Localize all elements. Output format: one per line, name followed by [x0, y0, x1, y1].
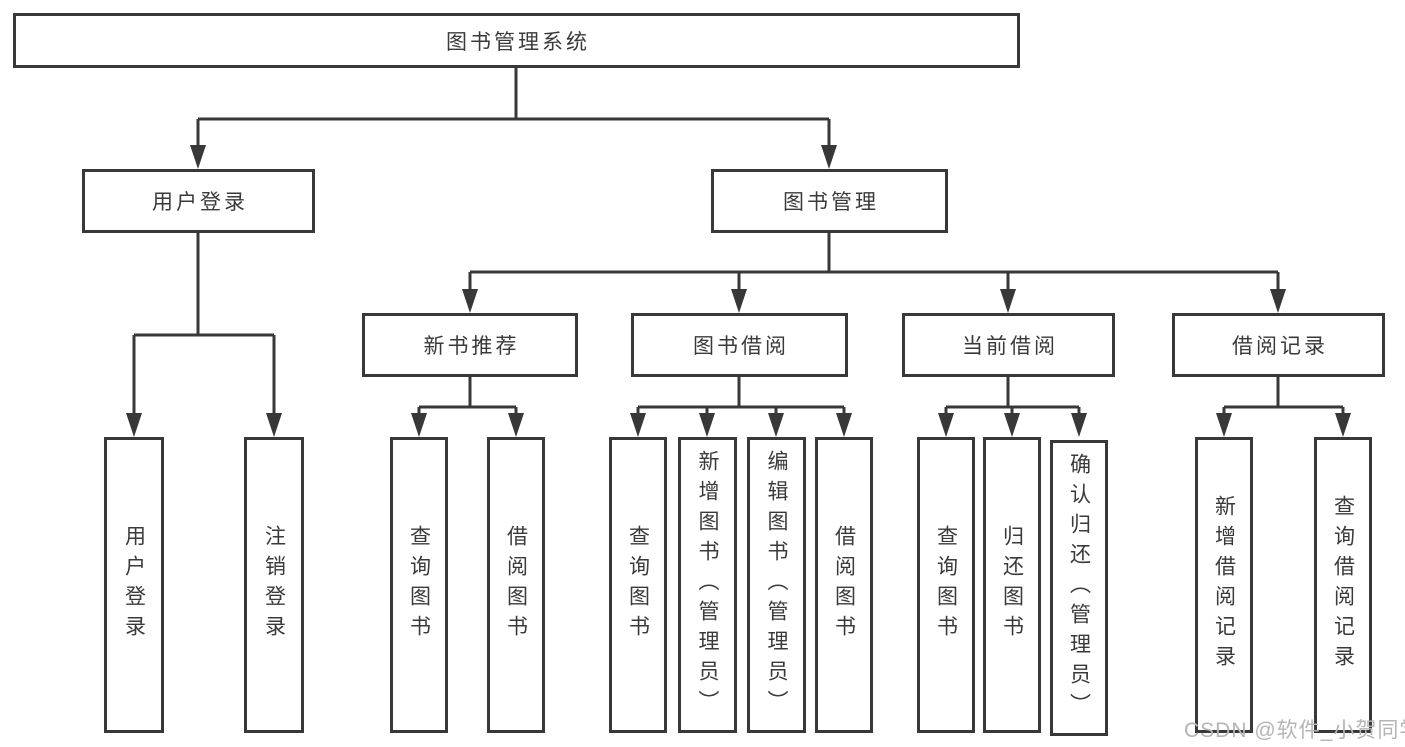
leaf-label: 查询图书 — [407, 525, 431, 645]
leaf-label: 新增图书（管理员） — [696, 450, 719, 720]
leaf-label: 查询图书 — [626, 525, 650, 645]
leaf-label: 查询借阅记录 — [1331, 495, 1355, 675]
leaf-query-books-recommend: 查询图书 — [390, 437, 448, 733]
leaf-label: 新增借阅记录 — [1212, 495, 1236, 675]
node-current-borrowing: 当前借阅 — [902, 313, 1115, 377]
node-book-borrowing: 图书借阅 — [631, 313, 848, 377]
leaf-return-books: 归还图书 — [983, 437, 1041, 733]
leaf-logout: 注销登录 — [244, 437, 304, 733]
leaf-query-books-borrowing: 查询图书 — [609, 437, 667, 733]
leaf-label: 编辑图书（管理员） — [765, 450, 788, 720]
node-book-management: 图书管理 — [711, 169, 948, 233]
node-library-system: 图书管理系统 — [13, 13, 1020, 68]
leaf-label: 用户登录 — [122, 525, 146, 645]
node-new-book-recommendation: 新书推荐 — [362, 313, 578, 377]
leaf-add-borrow-record: 新增借阅记录 — [1195, 437, 1253, 733]
node-user-login: 用户登录 — [82, 169, 315, 233]
node-borrowing-records: 借阅记录 — [1172, 313, 1385, 377]
leaf-user-login: 用户登录 — [104, 437, 164, 733]
leaf-label: 归还图书 — [1000, 525, 1024, 645]
leaf-query-borrow-record: 查询借阅记录 — [1314, 437, 1372, 733]
csdn-watermark: CSDN @软件_小贺同学 — [1184, 719, 1405, 742]
leaf-label: 注销登录 — [262, 525, 286, 645]
leaf-borrow-books-borrowing: 借阅图书 — [815, 437, 873, 733]
leaf-add-books-admin: 新增图书（管理员） — [678, 437, 737, 733]
leaf-label: 借阅图书 — [504, 525, 528, 645]
leaf-borrow-books-recommend: 借阅图书 — [487, 437, 545, 733]
leaf-confirm-return-admin: 确认归还（管理员） — [1050, 440, 1108, 736]
leaf-edit-books-admin: 编辑图书（管理员） — [747, 437, 806, 733]
leaf-query-books-current: 查询图书 — [917, 437, 975, 733]
leaf-label: 借阅图书 — [832, 525, 856, 645]
leaf-label: 确认归还（管理员） — [1067, 453, 1091, 723]
leaf-label: 查询图书 — [934, 525, 958, 645]
